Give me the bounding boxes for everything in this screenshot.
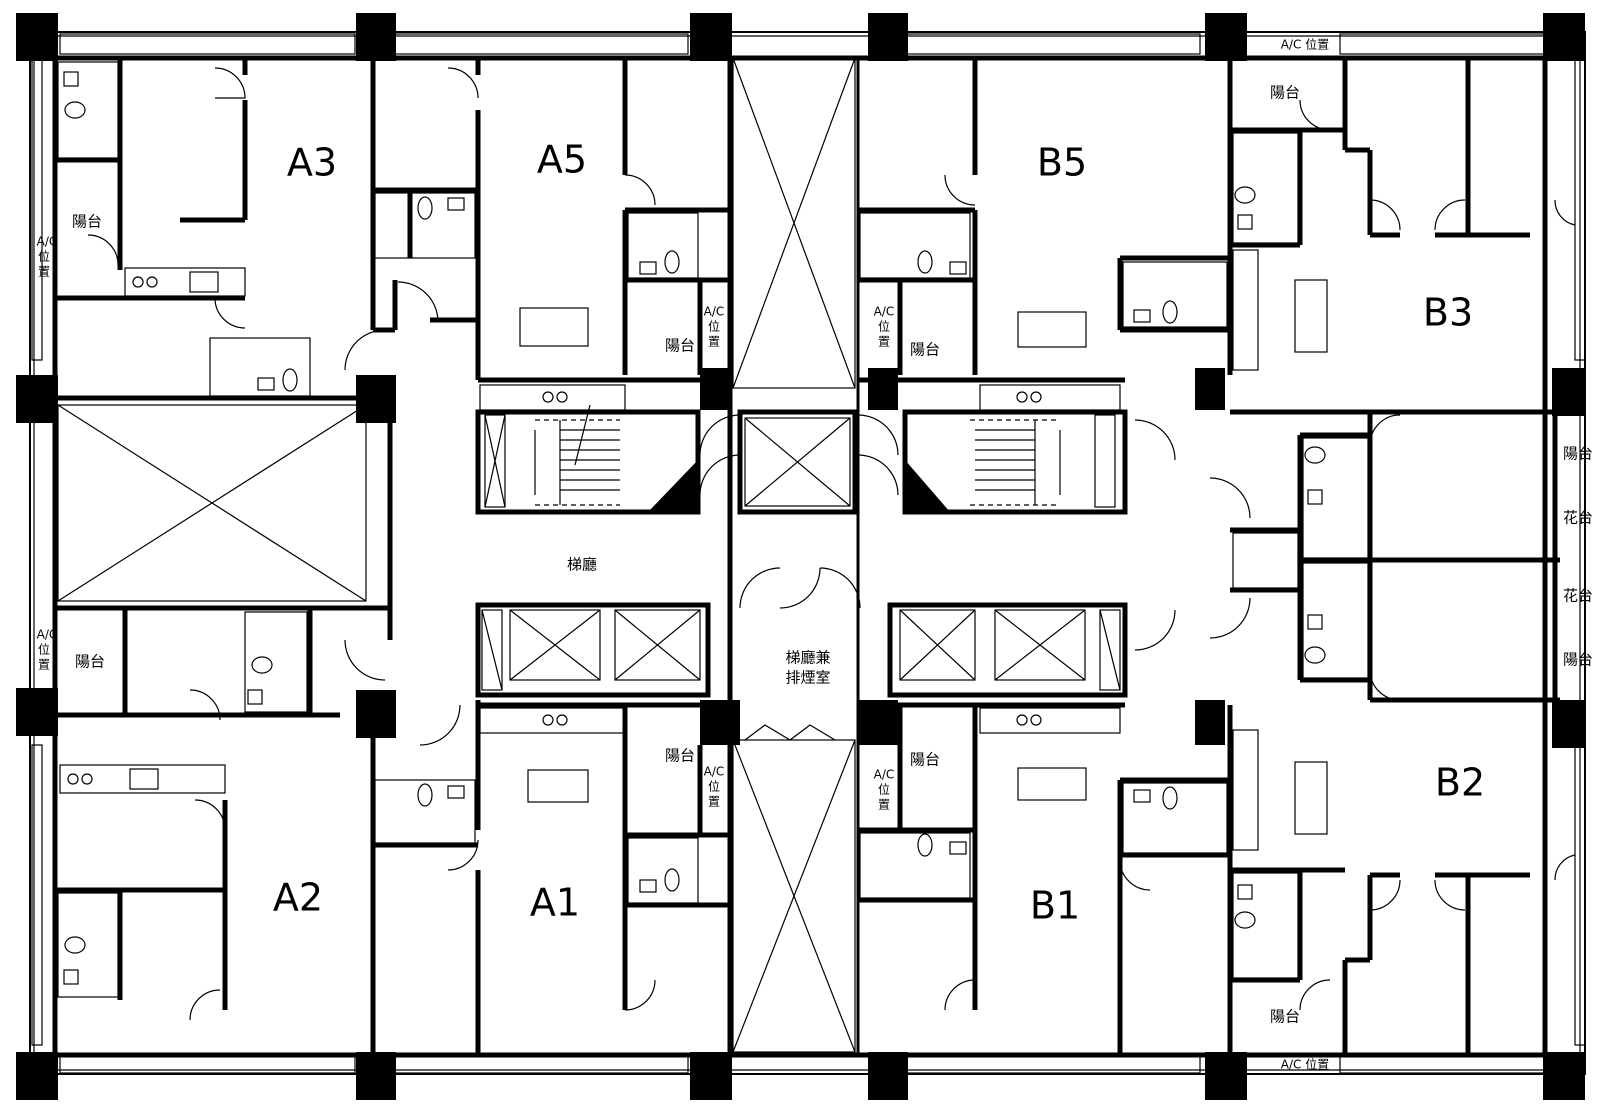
unit-label-a5: A5: [537, 138, 587, 182]
lobby-label: 梯廳: [567, 556, 597, 574]
balcony-label: 陽台: [75, 653, 105, 671]
balcony-label: 陽台: [1270, 1008, 1300, 1026]
balcony-label: 陽台: [1270, 84, 1300, 102]
outer-frame: [29, 31, 1586, 1075]
unit-label-b1: B1: [1030, 884, 1080, 928]
ac-short-label: A/C: [37, 628, 58, 642]
unit-label-a1: A1: [530, 881, 580, 925]
ac-short-label: 位: [38, 249, 50, 264]
balcony-label: 陽台: [665, 337, 695, 355]
balcony-label: 陽台: [1563, 445, 1593, 463]
ac-short-label: 置: [708, 795, 720, 809]
ac-short-label: A/C: [37, 235, 58, 249]
ac-short-label: 位: [708, 779, 720, 794]
ac-short-label: A/C: [874, 305, 895, 319]
building-core: [52, 57, 1128, 1053]
fixtures: [57, 61, 1369, 998]
ac-short-label: 位: [878, 782, 890, 797]
ac-position-label: A/C 位置: [1281, 1057, 1329, 1072]
ac-vertical-labels: A/C 位 置 A/C 位 置 A/C 位 置 A/C 位 置 A/C 位 置 …: [37, 235, 895, 812]
unit-label-b5: B5: [1037, 141, 1087, 185]
ac-short-label: 置: [708, 335, 720, 349]
unit-label-a2: A2: [273, 876, 323, 920]
ac-short-label: 置: [878, 335, 890, 349]
stair-b-treads: [970, 419, 1061, 506]
unit-label-b2: B2: [1435, 761, 1485, 805]
stair-a-treads: [534, 404, 620, 505]
ac-position-label: A/C 位置: [1281, 37, 1329, 52]
balcony-label: 陽台: [1563, 651, 1593, 669]
ac-short-label: 位: [878, 319, 890, 334]
balcony-label: 陽台: [910, 751, 940, 769]
balcony-label: 陽台: [665, 747, 695, 765]
ac-short-label: 置: [38, 265, 50, 279]
balcony-label: 陽台: [910, 341, 940, 359]
ac-short-label: 置: [38, 658, 50, 672]
ac-short-label: A/C: [704, 305, 725, 319]
structural-columns: [16, 13, 1585, 1100]
ac-short-label: A/C: [874, 768, 895, 782]
unit-labels: A3 A5 B5 B3 A2 A1 B1 B2: [273, 138, 1485, 928]
unit-label-b3: B3: [1423, 291, 1473, 335]
flower-bed-label: 花台: [1563, 509, 1593, 527]
ac-short-label: 置: [878, 798, 890, 812]
ac-short-label: A/C: [704, 765, 725, 779]
balcony-label: 陽台: [72, 213, 102, 231]
door-swings: [87, 67, 1576, 1021]
elevators: [475, 602, 1128, 698]
unit-label-a3: A3: [287, 141, 337, 185]
smoke-lobby-label-line2: 排煙室: [785, 669, 830, 687]
flower-bed-label: 花台: [1563, 587, 1593, 605]
ac-short-label: 位: [38, 642, 50, 657]
ac-short-label: 位: [708, 319, 720, 334]
room-labels: 陽台 陽台 陽台 陽台 陽台 陽台 陽台 陽台 陽台 陽台 花台 花台 梯廳 梯…: [72, 37, 1593, 1072]
smoke-lobby-label-line1: 梯廳兼: [785, 649, 830, 667]
